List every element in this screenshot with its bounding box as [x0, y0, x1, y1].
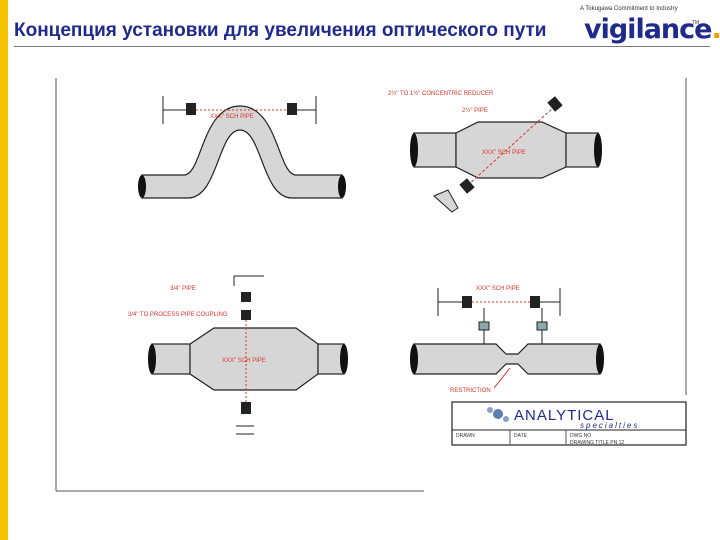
logo-dot: .: [711, 14, 720, 45]
sensor-bottom: [241, 402, 251, 414]
logo-prefix: vigi: [584, 14, 636, 45]
title-divider: [14, 46, 710, 47]
restriction-end-left: [410, 344, 418, 374]
pipe-end-left: [138, 175, 146, 198]
d2-reducer-label: 2½" TO 1½" CONCENTRIC REDUCER: [388, 90, 494, 97]
sensor-right: [530, 296, 540, 308]
title-block: ANALYTICAL specialties DRAWN DATE DWG NO…: [451, 401, 687, 446]
diagram-restriction: XXX" SCH PIPE RESTRICTION: [410, 286, 604, 394]
valve-right: [536, 321, 548, 331]
d2-pipe-label: 2½" PIPE: [462, 107, 488, 114]
bracket-right: [540, 288, 561, 316]
vigilance-logo: vigilance.: [584, 14, 720, 45]
restriction-arrow: [493, 367, 511, 389]
sensor-top-2: [241, 310, 251, 320]
field-drawn: DRAWN: [456, 433, 475, 439]
restriction-pipe: [413, 343, 601, 375]
d4-restriction-label: RESTRICTION: [450, 388, 491, 394]
sensor-right: [287, 103, 297, 115]
sensor-top: [547, 96, 563, 112]
pipe-left-stub: [151, 343, 191, 375]
d1-pipe-label: XXX" SCH PIPE: [210, 114, 254, 120]
brand-main: ANALYTICAL: [514, 407, 615, 424]
brand-sub: specialties: [580, 421, 639, 430]
logo-trademark: TM: [692, 20, 700, 26]
slide-title: Концепция установки для увеличения оптич…: [14, 20, 547, 41]
expansion-end-left: [148, 344, 156, 374]
d3-pipe-label: 3/4" PIPE: [170, 286, 196, 292]
bracket-left: [162, 96, 188, 124]
logo-suffix: lance: [635, 14, 712, 45]
brand-atom-center: [493, 409, 503, 419]
restriction-end-right: [596, 344, 604, 374]
connector-legs: [483, 308, 543, 344]
d3-coupling-label: 3/4" TO PROCESS PIPE COUPLING: [128, 312, 228, 318]
brand-atom-orbit-1: [487, 407, 493, 413]
reducer-end-right: [594, 133, 602, 167]
drawing-frame: [55, 78, 687, 492]
sensor-left: [462, 296, 472, 308]
bracket-left: [437, 288, 462, 316]
sensor-top: [241, 292, 251, 302]
top-bracket: [233, 275, 264, 286]
d2-body-label: XXX" SCH PIPE: [482, 150, 526, 156]
lower-bracket: [433, 189, 459, 213]
d4-pipe-label: XXX" SCH PIPE: [476, 286, 520, 292]
valve-left: [478, 321, 490, 331]
diagram-expansion: 3/4" PIPE 3/4" TO PROCESS PIPE COUPLING …: [128, 275, 348, 435]
sensor-bottom: [459, 178, 475, 194]
d3-body-label: XXX" SCH PIPE: [222, 358, 266, 364]
pipe-left-stub: [413, 132, 457, 168]
field-drawing-title: DRAWING TITLE PN 12: [570, 440, 624, 446]
reducer-end-left: [410, 133, 418, 167]
pipe-right-stub: [565, 132, 599, 168]
diagram-reducer: 2½" TO 1½" CONCENTRIC REDUCER 2½" PIPE X…: [388, 90, 602, 213]
bottom-bracket: [236, 425, 254, 435]
logo-tagline: A Tokugawa Commitment to Industry: [580, 6, 678, 12]
sensor-left: [186, 103, 196, 115]
field-date: DATE: [514, 433, 528, 439]
accent-bar: [0, 0, 8, 540]
expansion-end-right: [340, 344, 348, 374]
pipe-end-right: [338, 175, 346, 198]
brand-atom-orbit-2: [503, 416, 509, 422]
field-dwg: DWG NO: [570, 433, 591, 439]
diagram-u-bend: XXX" SCH PIPE: [138, 96, 346, 199]
